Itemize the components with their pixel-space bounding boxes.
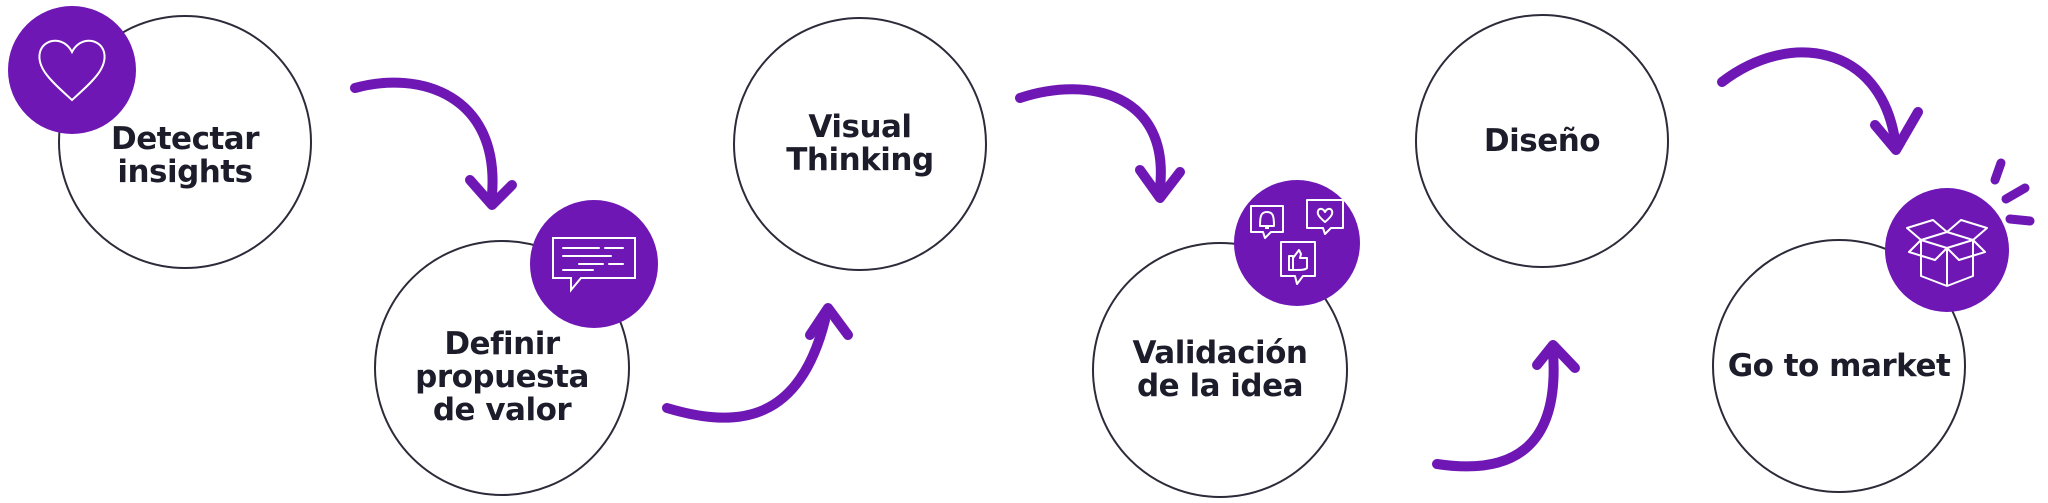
thumbs-up-bubble-icon bbox=[1280, 241, 1316, 285]
step-label: Visual Thinking bbox=[786, 109, 934, 178]
bell-bubble-icon bbox=[1250, 205, 1284, 239]
heart-badge bbox=[8, 6, 136, 134]
step-diseno: Diseño bbox=[1415, 14, 1669, 268]
step-label: Validación de la idea bbox=[1132, 335, 1308, 404]
step-visual-thinking: Visual Thinking bbox=[733, 17, 987, 271]
arrow-3-icon bbox=[1015, 84, 1185, 203]
step-label: Go to market bbox=[1727, 347, 1951, 384]
arrow-5-icon bbox=[1717, 47, 1923, 155]
feedback-badge bbox=[1234, 180, 1360, 306]
step-label: Diseño bbox=[1483, 122, 1601, 159]
chat-badge bbox=[530, 200, 658, 328]
step-label: Detectar insights bbox=[110, 121, 260, 190]
heart-icon bbox=[38, 39, 106, 102]
open-box-icon bbox=[1906, 219, 1988, 287]
arrow-4-icon bbox=[1432, 340, 1580, 472]
arrow-2-icon bbox=[662, 303, 853, 423]
step-label: Definir propuesta de valor bbox=[415, 325, 589, 428]
feedback-icons bbox=[1250, 199, 1344, 285]
arrow-1-icon bbox=[350, 77, 517, 210]
chat-bubble-icon bbox=[552, 237, 636, 293]
step-go-to-market: Go to market bbox=[1712, 239, 1966, 493]
heart-bubble-icon bbox=[1306, 199, 1344, 235]
box-badge bbox=[1885, 188, 2009, 312]
